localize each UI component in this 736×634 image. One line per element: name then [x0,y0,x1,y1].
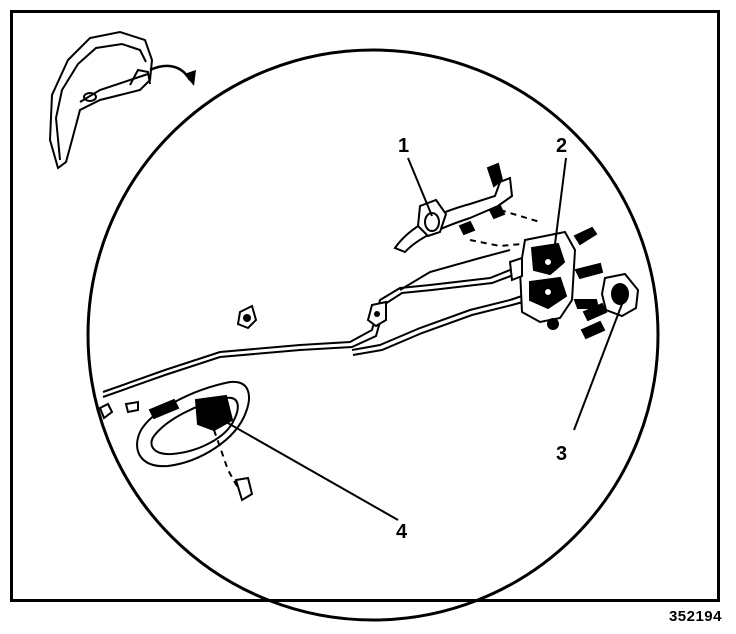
figure-id-label: 352194 [668,608,722,625]
door-thumbnail [48,30,154,170]
callout-2: 2 [556,135,567,157]
callout-3: 3 [556,443,567,465]
inside-handle [98,380,254,502]
diagram-frame [10,10,720,602]
callout-4: 4 [396,521,408,543]
callout-1: 1 [398,135,409,157]
detail-circle [86,48,660,622]
outside-handle-linkage [393,162,541,254]
rod-cable [102,249,533,398]
leader-lines [211,157,623,521]
door-lock-module [508,226,604,330]
striker [580,272,640,340]
small-bracket [236,304,258,330]
zoom-arrow [149,64,192,81]
